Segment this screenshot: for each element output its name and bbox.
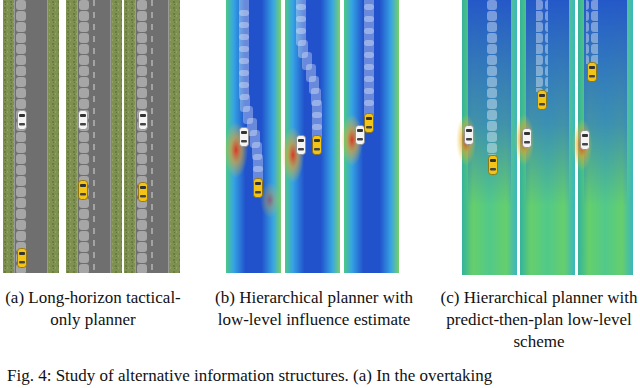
subfigure-caption: (b) Hierarchical planner with low-level … <box>213 287 415 331</box>
subfigure-caption: (c) Hierarchical planner with predict-th… <box>440 287 638 353</box>
subfigure-caption: (a) Long-horizon tactical-only planner <box>4 287 182 331</box>
figure-caption: Fig. 4: Study of alternative information… <box>7 366 492 386</box>
